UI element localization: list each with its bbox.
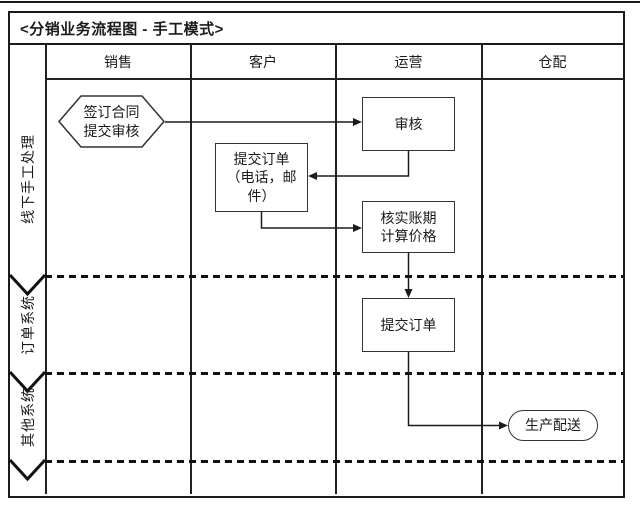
divider-sales-customer — [190, 45, 192, 494]
divider-ops-warehouse — [481, 45, 483, 494]
lane-header-ops: 运营 — [394, 53, 423, 70]
swimlane-frame: 销售 客户 运营 仓配 线下手工处理 订单系统 其他系统 — [8, 45, 625, 498]
hexagon-shape — [58, 95, 165, 148]
chevron-marker-3 — [9, 458, 46, 482]
node-verify-terms-label: 核实账期 计算价格 — [380, 209, 437, 244]
node-production-delivery: 生产配送 — [508, 410, 598, 441]
node-submit-order-system-label: 提交订单 — [380, 316, 437, 333]
node-review-label: 审核 — [394, 115, 423, 132]
dashed-separator-1 — [45, 275, 623, 278]
node-submit-order-manual: 提交订单 （电话，邮 件） — [215, 143, 308, 212]
top-border-line — [0, 1, 640, 3]
dashed-separator-2 — [45, 372, 623, 375]
divider-rowlabel-col — [45, 45, 47, 494]
lane-header-customer: 客户 — [249, 53, 277, 70]
lane-header-sales: 销售 — [104, 53, 132, 70]
node-sign-contract: 签订合同 提交审核 — [58, 95, 165, 148]
dashed-separator-3 — [45, 460, 623, 463]
node-production-delivery-label: 生产配送 — [525, 417, 581, 434]
node-submit-order-manual-label: 提交订单 （电话，邮 件） — [226, 151, 297, 204]
node-sign-contract-label: 签订合同 提交审核 — [83, 104, 140, 139]
lane-header-warehouse: 仓配 — [538, 53, 567, 70]
diagram-title: <分销业务流程图 - 手工模式> — [8, 11, 625, 45]
node-submit-order-system: 提交订单 — [362, 298, 455, 352]
node-review: 审核 — [362, 97, 455, 151]
node-verify-terms: 核实账期 计算价格 — [362, 201, 455, 253]
chevron-marker-2 — [9, 370, 46, 394]
divider-customer-ops — [335, 45, 337, 494]
flow-connectors — [165, 118, 508, 430]
chevron-marker-1 — [9, 273, 46, 297]
header-row-line — [45, 78, 623, 80]
